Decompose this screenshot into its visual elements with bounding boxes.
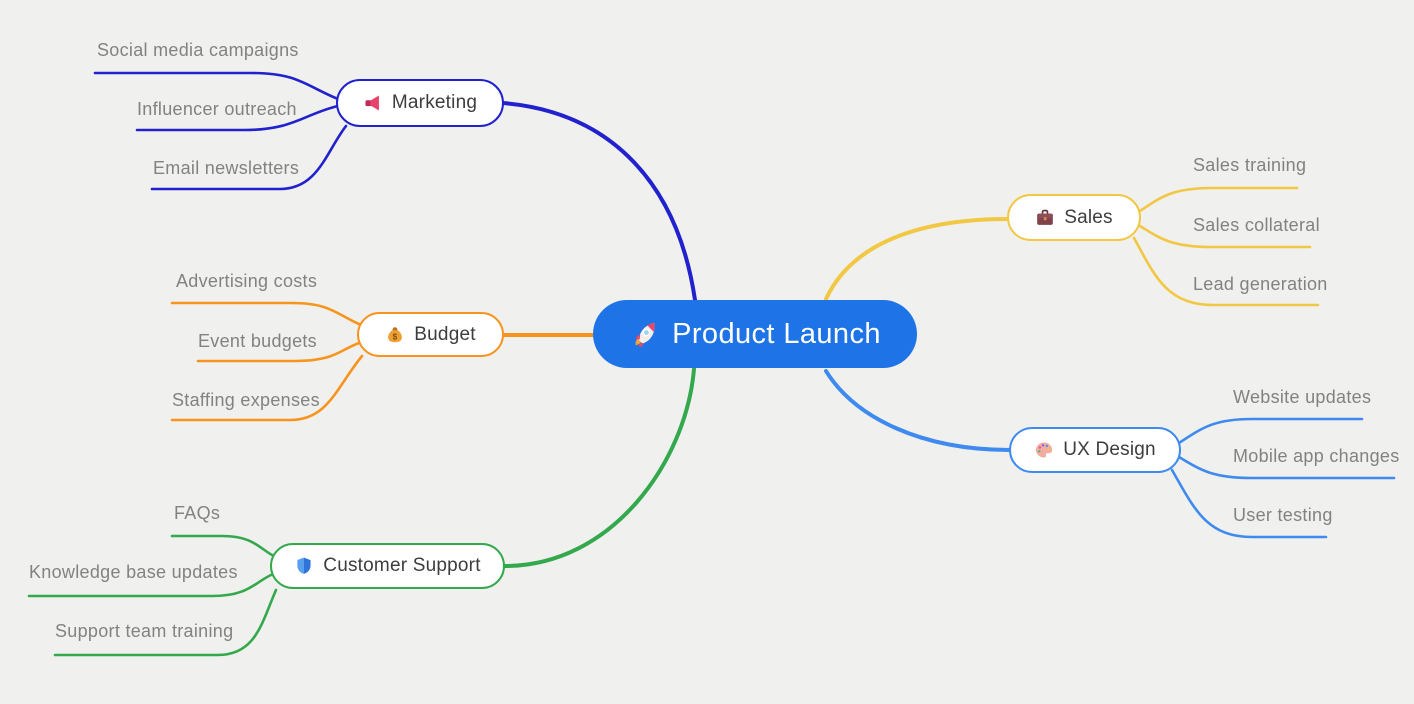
- branch-label: Marketing: [391, 92, 478, 113]
- subtopic-email-newsletters[interactable]: Email newsletters: [153, 158, 300, 178]
- subtopic-faqs[interactable]: FAQs: [174, 503, 221, 523]
- branch-label: Budget: [414, 323, 476, 345]
- leaf-connector: [1177, 417, 1364, 445]
- subtopic-mobile-app-changes[interactable]: Mobile app changes: [1233, 446, 1400, 466]
- svg-text:$: $: [393, 332, 398, 341]
- branch-label: Customer Support: [323, 555, 481, 576]
- branch-node-customer-support[interactable]: Customer Support: [270, 543, 505, 589]
- megaphone-icon: [363, 93, 383, 113]
- subtopic-sales-training[interactable]: Sales training: [1193, 155, 1307, 175]
- central-topic[interactable]: Product Launch: [593, 300, 917, 368]
- subtopic-event-budgets[interactable]: Event budgets: [198, 331, 317, 351]
- branch-node-ux-design[interactable]: UX Design: [1009, 427, 1181, 473]
- subtopic-social-media-campaigns[interactable]: Social media campaigns: [97, 40, 299, 60]
- subtopic-website-updates[interactable]: Website updates: [1233, 387, 1372, 407]
- central-topic-label: Product Launch: [672, 317, 881, 350]
- leaf-connector: [170, 301, 361, 326]
- subtopic-support-team-training[interactable]: Support team training: [55, 621, 234, 641]
- branch-connector-ux-design: [824, 369, 1012, 452]
- briefcase-icon: [1035, 208, 1055, 228]
- subtopic-sales-collateral[interactable]: Sales collateral: [1193, 215, 1320, 235]
- subtopic-user-testing[interactable]: User testing: [1233, 505, 1333, 525]
- leaf-connector: [93, 71, 340, 101]
- palette-icon: [1034, 440, 1054, 460]
- branch-label: Sales: [1064, 206, 1113, 228]
- branch-node-marketing[interactable]: Marketing: [336, 79, 504, 127]
- branch-node-budget[interactable]: $ Budget: [357, 312, 504, 357]
- subtopic-advertising-costs[interactable]: Advertising costs: [176, 271, 318, 291]
- subtopic-knowledge-base-updates[interactable]: Knowledge base updates: [29, 562, 238, 582]
- leaf-connector: [1170, 468, 1328, 539]
- branch-node-sales[interactable]: Sales: [1007, 194, 1141, 241]
- money-bag-icon: $: [385, 325, 405, 345]
- leaf-connector: [170, 534, 274, 557]
- branch-connector-sales: [824, 217, 1010, 301]
- subtopic-influencer-outreach[interactable]: Influencer outreach: [137, 99, 297, 119]
- rocket-icon: [629, 319, 659, 349]
- subtopic-staffing-expenses[interactable]: Staffing expenses: [172, 390, 320, 410]
- subtopic-lead-generation[interactable]: Lead generation: [1193, 274, 1328, 294]
- branch-label: UX Design: [1063, 439, 1156, 460]
- branch-connector-customer-support: [503, 367, 696, 568]
- branch-connector-marketing: [501, 101, 697, 302]
- leaf-connector: [1138, 186, 1299, 213]
- shield-icon: [294, 556, 314, 576]
